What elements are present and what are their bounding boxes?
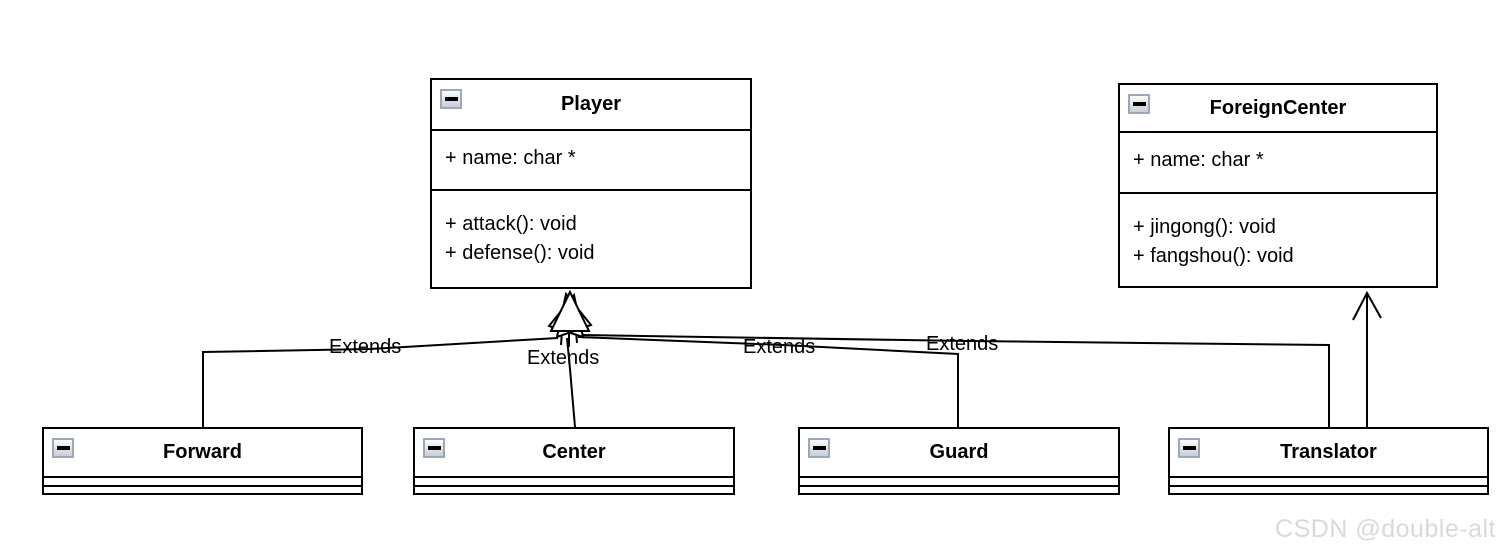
class-translator-attributes: [1170, 478, 1487, 487]
method: + jingong(): void: [1133, 216, 1276, 238]
extends-label-forward: Extends: [329, 336, 402, 358]
class-forward-header: Forward: [44, 429, 361, 478]
minus-icon: [1182, 446, 1196, 450]
open-arrowhead: [1352, 290, 1382, 321]
collapse-icon[interactable]: [1178, 438, 1200, 458]
generalization-forward-player[interactable]: [202, 337, 559, 427]
class-center[interactable]: Center: [413, 427, 735, 495]
collapse-icon[interactable]: [440, 89, 462, 109]
class-foreigncenter[interactable]: ForeignCenter + name: char * + jingong()…: [1118, 83, 1438, 288]
generalization-center-player[interactable]: [566, 337, 576, 428]
class-translator[interactable]: Translator: [1168, 427, 1489, 495]
minus-icon: [56, 446, 70, 450]
class-center-methods: [415, 487, 733, 493]
extends-label-translator: Extends: [926, 333, 999, 355]
minus-icon: [812, 446, 826, 450]
generalization-translator-player[interactable]: [581, 334, 1330, 427]
class-forward-attributes: [44, 478, 361, 487]
extends-label-guard: Extends: [743, 336, 816, 358]
method: + defense(): void: [445, 242, 595, 264]
watermark: CSDN @double-alt: [1275, 515, 1496, 543]
class-center-header: Center: [415, 429, 733, 478]
class-foreigncenter-attributes: + name: char *: [1120, 133, 1436, 194]
extends-label-center: Extends: [527, 347, 600, 369]
class-player-attributes: + name: char *: [432, 131, 750, 191]
class-foreigncenter-methods: + jingong(): void + fangshou(): void: [1120, 194, 1436, 286]
collapse-icon[interactable]: [52, 438, 74, 458]
minus-icon: [444, 97, 458, 101]
class-guard[interactable]: Guard: [798, 427, 1120, 495]
class-guard-methods: [800, 487, 1118, 493]
method: + attack(): void: [445, 213, 577, 235]
class-guard-attributes: [800, 478, 1118, 487]
class-foreigncenter-header: ForeignCenter: [1120, 85, 1436, 133]
class-name: Player: [560, 93, 622, 115]
attribute: + name: char *: [445, 147, 576, 169]
class-translator-header: Translator: [1170, 429, 1487, 478]
class-forward-methods: [44, 487, 361, 493]
class-player-methods: + attack(): void + defense(): void: [432, 191, 750, 287]
attribute: + name: char *: [1133, 149, 1264, 171]
class-name: Guard: [929, 441, 989, 463]
collapse-icon[interactable]: [423, 438, 445, 458]
class-name: Center: [542, 441, 606, 463]
class-translator-methods: [1170, 487, 1487, 493]
class-player[interactable]: Player + name: char * + attack(): void +…: [430, 78, 752, 289]
class-forward[interactable]: Forward: [42, 427, 363, 495]
minus-icon: [427, 446, 441, 450]
class-name: Forward: [163, 441, 242, 463]
collapse-icon[interactable]: [1128, 94, 1150, 114]
class-player-header: Player: [432, 80, 750, 131]
collapse-icon[interactable]: [808, 438, 830, 458]
minus-icon: [1132, 102, 1146, 106]
method: + fangshou(): void: [1133, 245, 1294, 267]
class-center-attributes: [415, 478, 733, 487]
class-guard-header: Guard: [800, 429, 1118, 478]
generalization-guard-player[interactable]: [577, 336, 959, 427]
class-name: Translator: [1280, 441, 1377, 463]
generalization-arrowhead: [549, 289, 591, 332]
class-name: ForeignCenter: [1209, 96, 1347, 119]
